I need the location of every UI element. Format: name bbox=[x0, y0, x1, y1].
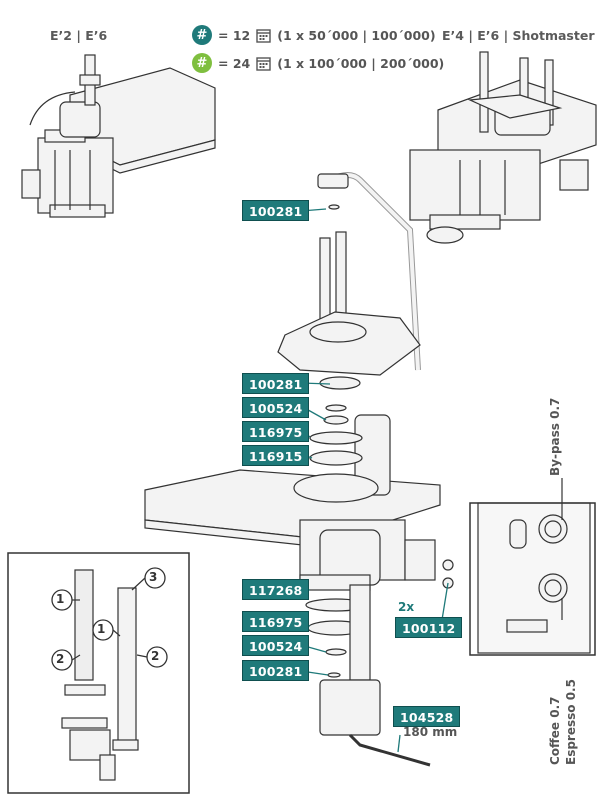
legend-detail: (1 x 100´000 | 200´000) bbox=[277, 55, 445, 71]
calendar-icon bbox=[256, 28, 271, 43]
right-model-header: E’4 | E’6 | Shotmaster bbox=[442, 28, 595, 43]
bypass-detail-illustration bbox=[477, 502, 591, 654]
brew-unit-top bbox=[277, 172, 421, 390]
callout-2: 2 bbox=[56, 652, 65, 666]
callout-1b: 1 bbox=[97, 622, 106, 636]
hash-badge-teal: # bbox=[192, 25, 212, 45]
part-badge-116915: 116915 bbox=[242, 445, 310, 466]
legend-count: = 12 bbox=[218, 27, 251, 43]
part-badge-100281: 100281 bbox=[242, 373, 310, 394]
part-badge-100524-lower: 100524 bbox=[242, 635, 310, 656]
length-label: 180 mm bbox=[403, 725, 458, 739]
callout-3: 3 bbox=[149, 570, 158, 584]
part-badge-104528: 104528 bbox=[393, 706, 461, 727]
left-machine-illustration bbox=[21, 54, 216, 218]
legend-detail: (1 x 50´000 | 100´000) bbox=[277, 27, 436, 43]
part-badge-117268: 117268 bbox=[242, 579, 310, 600]
calendar-icon bbox=[256, 56, 271, 71]
part-badge-116975-lower: 116975 bbox=[242, 611, 310, 632]
part-badge-116975: 116975 bbox=[242, 421, 310, 442]
left-inset-frame bbox=[7, 552, 190, 794]
quantity-label: 2x bbox=[398, 600, 415, 614]
maintenance-inset-illustration bbox=[61, 569, 139, 781]
part-badge-100112: 100112 bbox=[395, 617, 463, 638]
legend-row-2: # = 24 (1 x 100´000 | 200´000) bbox=[192, 53, 444, 73]
left-model-header: E’2 | E’6 bbox=[50, 28, 108, 43]
right-machine-illustration bbox=[409, 51, 597, 244]
legend-count: = 24 bbox=[218, 55, 251, 71]
hash-badge-green: # bbox=[192, 53, 212, 73]
callout-1: 1 bbox=[56, 592, 65, 606]
part-badge-100281-top: 100281 bbox=[242, 200, 310, 221]
right-inset-frame bbox=[469, 502, 596, 656]
part-badge-100281-lower: 100281 bbox=[242, 660, 310, 681]
legend-row-1: # = 12 (1 x 50´000 | 100´000) bbox=[192, 25, 436, 45]
callout-2b: 2 bbox=[151, 649, 160, 663]
part-badge-100524: 100524 bbox=[242, 397, 310, 418]
